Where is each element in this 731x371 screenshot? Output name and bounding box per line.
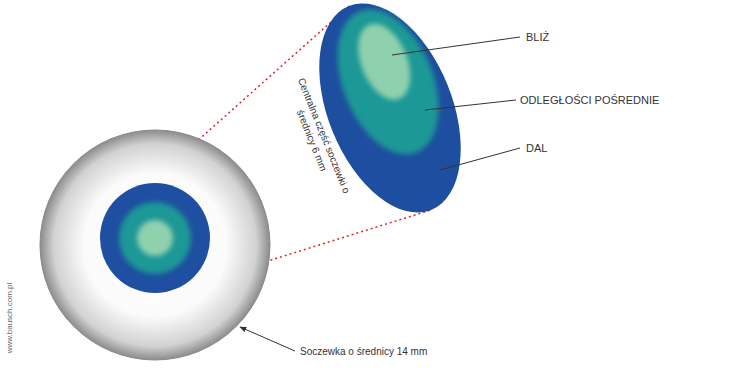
dimension-label: Soczewka o średnicy 14 mm	[300, 345, 427, 358]
leader-line	[392, 37, 520, 55]
leader-line	[440, 148, 520, 170]
zone-label: DAL	[526, 141, 547, 155]
central-zone	[100, 183, 210, 293]
intermediate-zone	[119, 202, 191, 274]
near-zone	[348, 16, 421, 107]
zone-label: BLIŻ	[526, 30, 549, 44]
leader-arrow	[240, 327, 295, 351]
zone-label: ODLEGŁOŚCI POŚREDNIE	[520, 93, 659, 107]
intermediate-zone	[318, 0, 458, 169]
watermark: www.bausch.com.pl	[5, 283, 15, 354]
leader-line	[425, 100, 516, 110]
near-zone	[137, 220, 173, 256]
lens-outline	[40, 130, 270, 360]
